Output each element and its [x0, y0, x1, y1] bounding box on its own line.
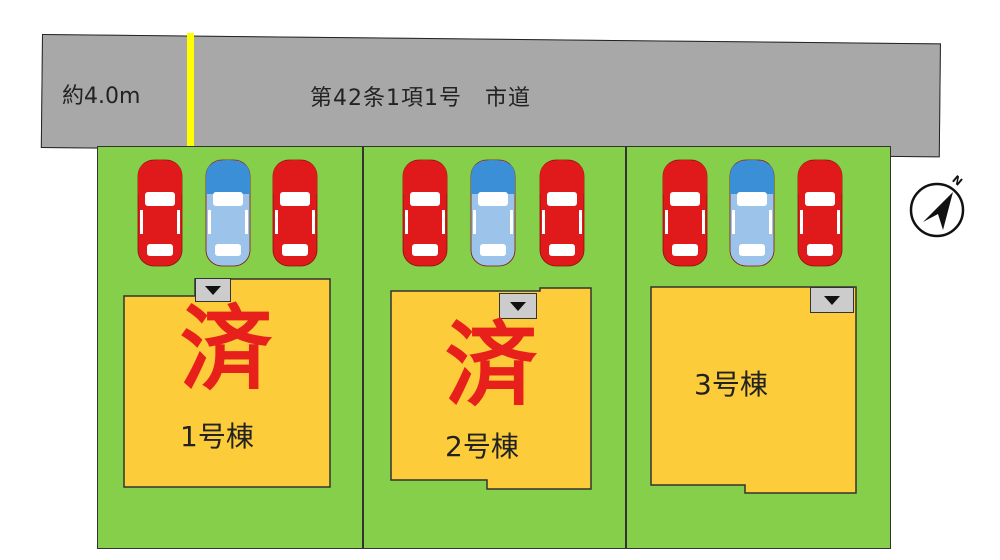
house-2	[390, 287, 592, 490]
entrance-marker-2	[499, 293, 537, 319]
blue-car-icon	[203, 158, 253, 268]
road-width-marker	[187, 33, 194, 148]
road-name-label: 第42条1項1号 市道	[310, 86, 531, 111]
red-car-icon	[795, 158, 845, 268]
house-2-label: 2号棟	[445, 430, 519, 463]
entrance-marker-1	[195, 278, 231, 302]
red-car-icon	[135, 158, 185, 268]
house-3-label: 3号棟	[694, 368, 768, 401]
red-car-icon	[660, 158, 710, 268]
house-3	[650, 286, 857, 494]
red-car-icon	[270, 158, 320, 268]
blue-car-icon	[727, 158, 777, 268]
lot-divider	[625, 146, 627, 548]
sold-mark-1: 済	[180, 296, 273, 403]
north-label: N	[949, 173, 964, 189]
sold-mark-2: 済	[445, 312, 538, 419]
entrance-marker-3	[810, 287, 854, 313]
blue-car-icon	[468, 158, 518, 268]
lot-divider	[362, 146, 364, 548]
road-width-label: 約4.0m	[62, 84, 141, 109]
north-arrow-icon: N	[905, 168, 975, 240]
house-1-label: 1号棟	[180, 420, 254, 453]
red-car-icon	[537, 158, 587, 268]
red-car-icon	[400, 158, 450, 268]
